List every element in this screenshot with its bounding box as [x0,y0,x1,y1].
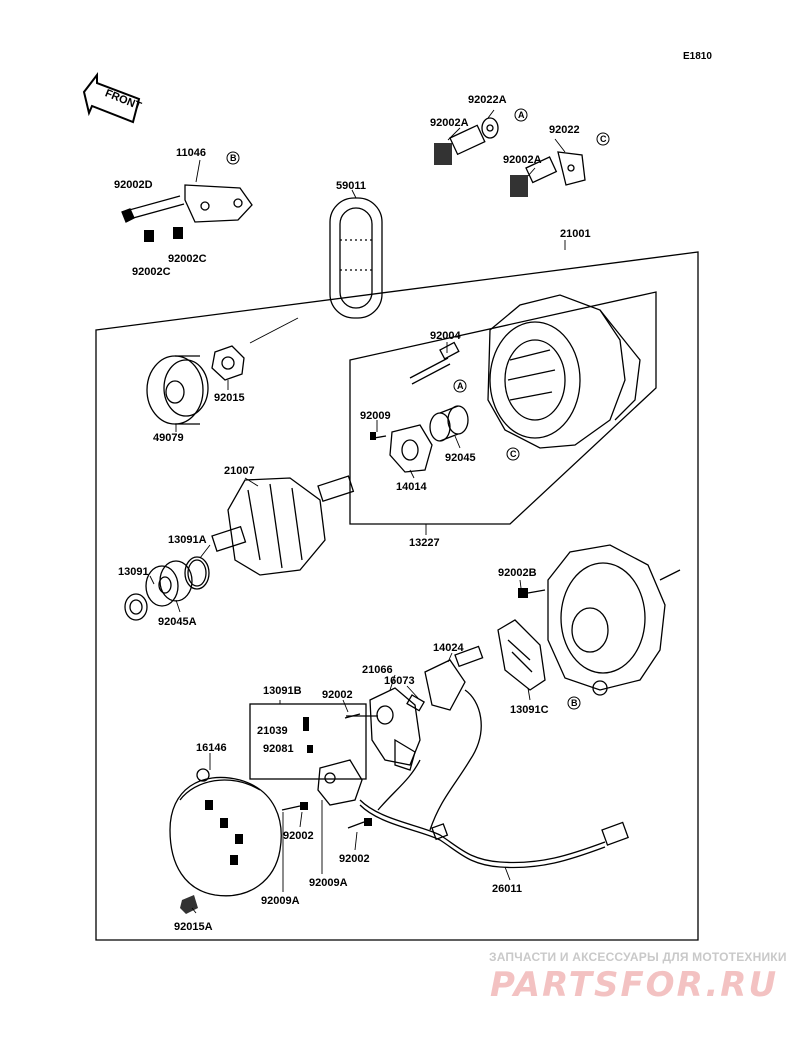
part-label-92009A-2: 92009A [261,895,300,907]
stud-92004 [409,341,460,385]
part-label-92002C-2: 92002C [132,266,171,278]
part-label-92022: 92022 [549,124,580,136]
part-label-92022A: 92022A [468,94,507,106]
rectifier-21066 [369,687,426,771]
figure-code: E1810 [683,51,712,62]
part-label-13091: 13091 [118,566,149,578]
callout-c-top: C [600,134,607,144]
part-label-92002C-1: 92002C [168,253,207,265]
part-label-14024: 14024 [433,642,464,654]
part-label-13227: 13227 [409,537,440,549]
part-label-13091C: 13091C [510,704,549,716]
part-label-92009A-1: 92009A [309,877,348,889]
part-label-92002B: 92002B [498,567,537,579]
bolt-group-top [434,117,586,197]
callout-a-top: A [518,110,525,120]
callout-b-rear: B [571,698,578,708]
bearing-92045 [429,405,469,442]
callout-a-housing: A [457,381,464,391]
plate-14014 [370,424,433,473]
assembly-21001-outline [95,251,699,941]
watermark-tagline: ЗАПЧАСТИ И АКСЕССУАРЫ ДЛЯ МОТОТЕХНИКИ [489,950,787,964]
callout-c-housing: C [510,449,517,459]
part-label-26011: 26011 [492,883,522,895]
housing-13227-outline [349,291,657,525]
bracket-11046 [121,184,253,242]
part-label-92045A: 92045A [158,616,197,628]
part-label-92002-3: 92002 [339,853,370,865]
part-label-49079: 49079 [153,432,184,444]
rotor-21007 [211,475,355,576]
bearing-ring-group [124,556,210,621]
wire-harness-26011 [359,759,629,869]
part-label-92002D: 92002D [114,179,153,191]
regulator-13091B [303,715,378,806]
belt-59011 [329,197,383,319]
screw-group-bottom [180,588,546,914]
part-label-92002-2: 92002 [283,830,314,842]
part-label-92002A-1: 92002A [430,117,469,129]
part-label-16146: 16146 [196,742,227,754]
leader-lines [149,109,566,914]
part-label-92009: 92009 [360,410,391,422]
callout-b-top: B [230,153,237,163]
part-label-92002-1: 92002 [322,689,353,701]
watermark-logo: PARTSFOR.RU [490,965,779,1005]
part-label-14014: 14014 [396,481,427,493]
pulley-49079 [146,345,245,425]
rear-housing [497,544,681,696]
part-label-13091A: 13091A [168,534,207,546]
part-label-21001: 21001 [560,228,591,240]
part-label-21039: 21039 [257,725,288,737]
part-label-92045: 92045 [445,452,476,464]
part-label-21007: 21007 [224,465,255,477]
brush-holder-14024 [424,645,484,831]
part-label-11046: 11046 [176,147,206,159]
part-label-13091B: 13091B [263,685,302,697]
front-cover-housing [487,294,641,449]
part-label-16073: 16073 [384,675,415,687]
part-label-92004: 92004 [430,330,461,342]
part-label-59011: 59011 [336,180,366,192]
front-arrow-icon: FRONT [82,72,143,124]
callout-circles [226,108,610,710]
part-label-92015: 92015 [214,392,245,404]
rear-cover-16146 [169,768,282,897]
regulator-13091B-outline [249,703,367,780]
part-label-92002A-2: 92002A [503,154,542,166]
part-label-21066: 21066 [362,664,393,676]
part-label-92015A: 92015A [174,921,213,933]
part-label-92081: 92081 [263,743,294,755]
